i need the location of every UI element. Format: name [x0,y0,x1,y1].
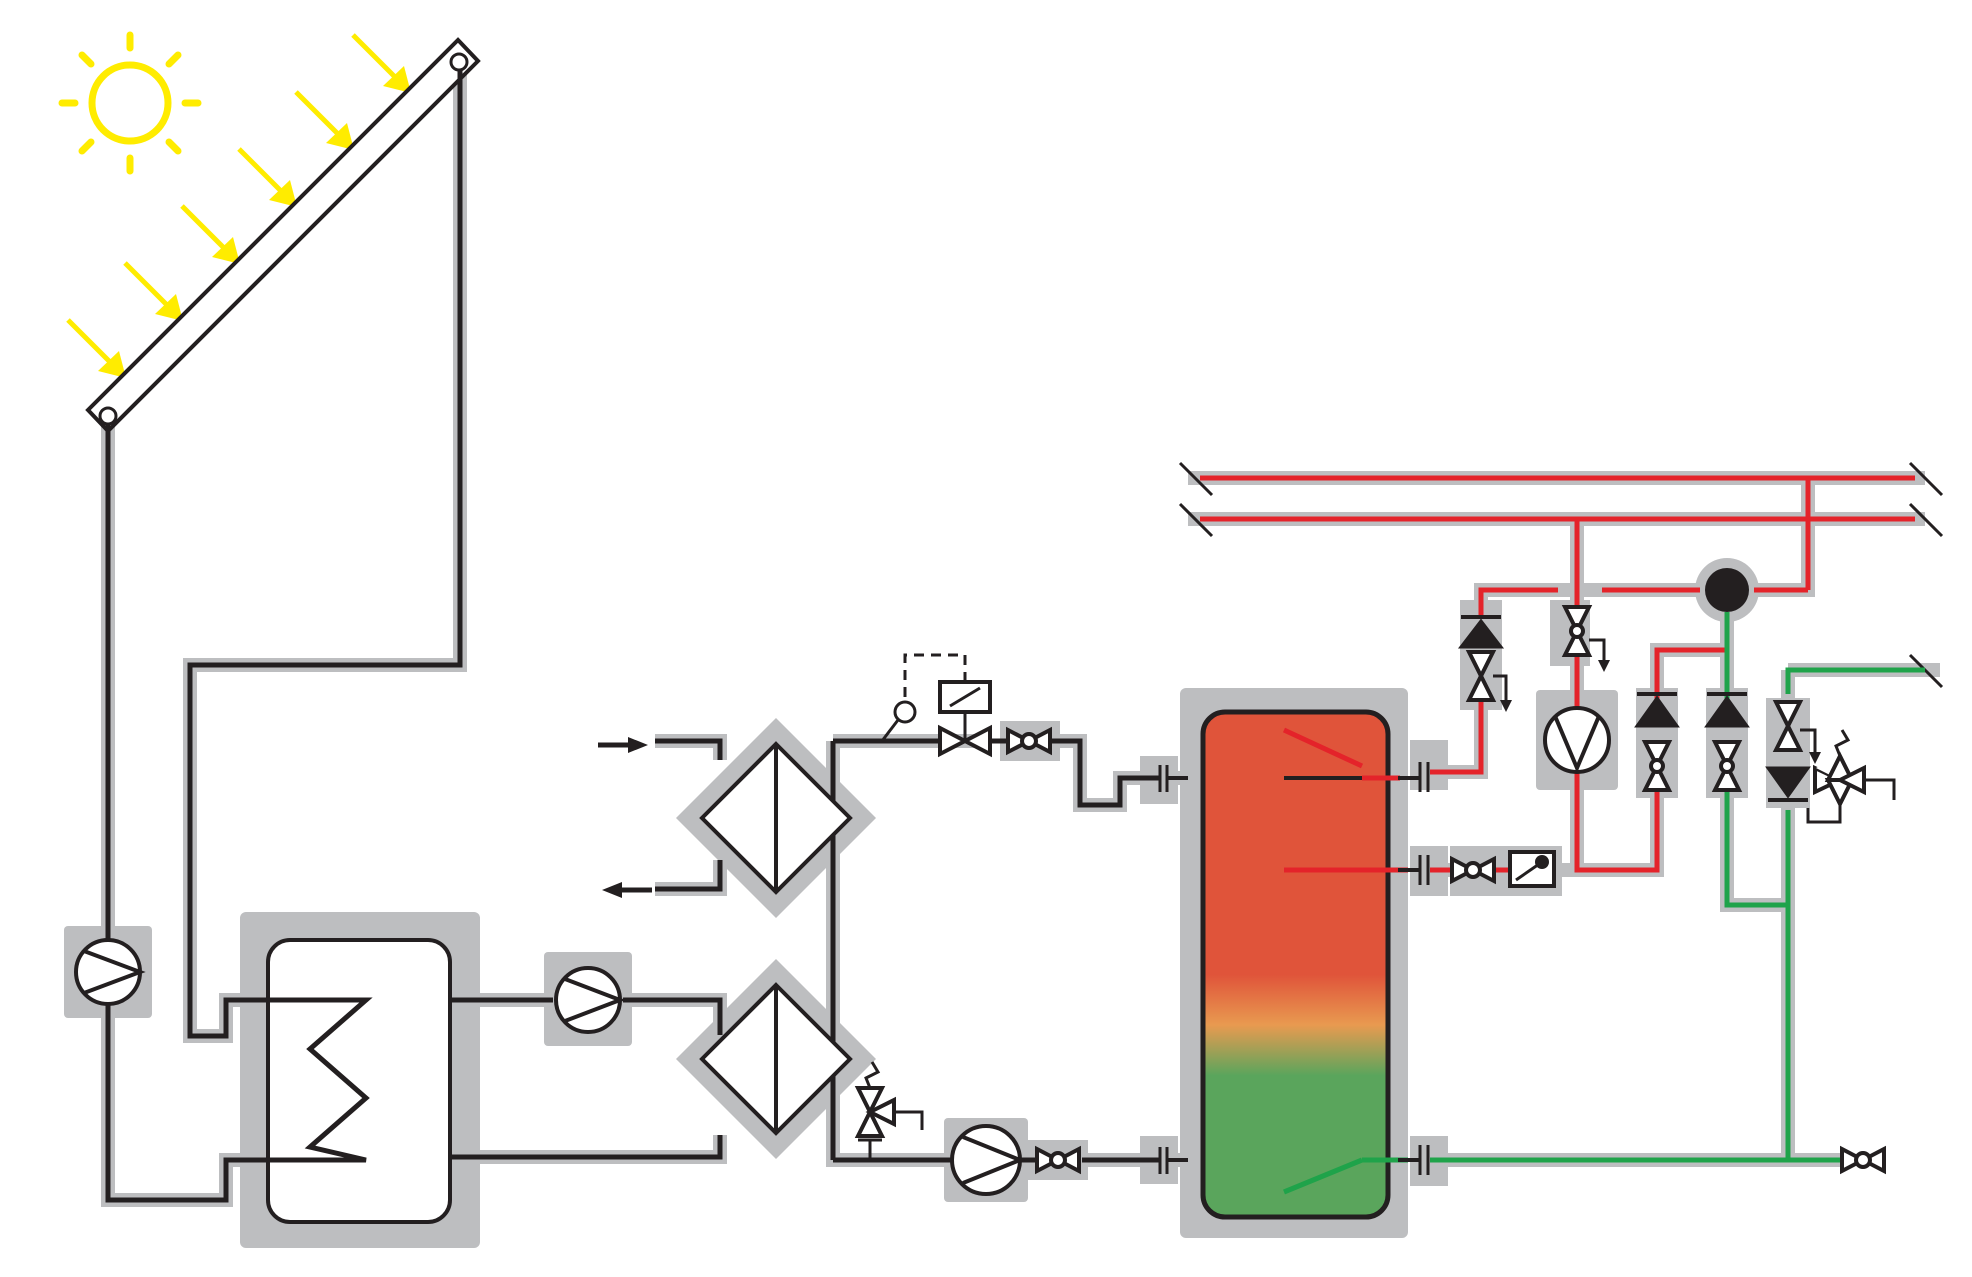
hot-water-pipes [1200,475,1915,873]
charging-pump [950,1124,1026,1196]
arrow-right-icon [628,737,648,753]
shutoff-valve-icon [1641,740,1673,792]
circulation-pump [1543,706,1611,774]
tank-port-unions [1398,762,1430,1175]
arrow-left-icon [602,882,622,898]
buffer-tank-with-coil [266,938,452,1224]
sun-icon [58,31,202,175]
safety-valve-icon [854,1061,924,1160]
ball-valve-icon [1840,1145,1886,1175]
check-valve-icon [1457,615,1505,649]
flow-meter-icon [1508,850,1556,888]
shutoff-valve-icon [1772,700,1821,764]
buffer-pump [554,966,626,1034]
temperature-sensor [880,700,917,742]
ball-valve-icon [1450,855,1496,885]
check-valve-icon [1704,692,1750,728]
cold-water-pipes [1430,612,1925,1163]
thermostat-valve-icon [1806,729,1896,824]
solar-collector [85,37,481,434]
ball-valve-icon [1006,726,1052,756]
pipe-break-marks [1178,461,1944,689]
stratified-storage-tank [1200,709,1408,1220]
junction-dot-icon [1705,568,1749,612]
external-flow-arrows [598,737,652,898]
sun-rays [66,33,411,378]
check-valve-icon [1634,692,1680,728]
shutoff-valve-icon [1561,605,1610,672]
pipe-union-icon [1158,765,1188,1174]
heat-exchanger-upper [699,741,853,895]
motorized-valve [903,653,992,758]
shutoff-valve-icon [1465,650,1512,712]
check-valve-icon [1765,766,1811,802]
ball-valve-icon [1035,1145,1081,1175]
heat-exchanger-lower [699,982,853,1136]
collector-pump [74,938,146,1006]
shutoff-valve-icon [1711,740,1743,792]
